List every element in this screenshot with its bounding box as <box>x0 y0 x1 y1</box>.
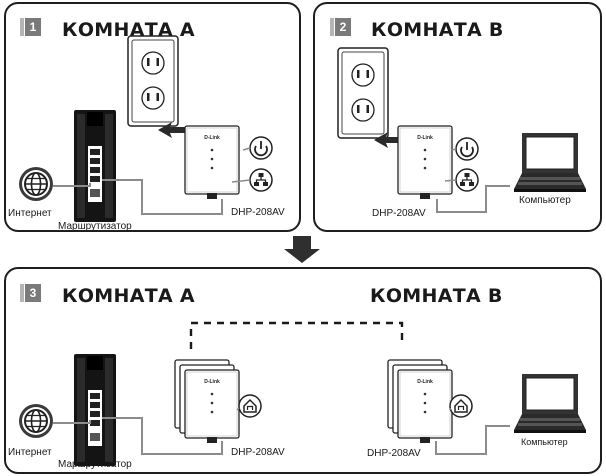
step-2-computer-label: Компьютер <box>519 195 571 206</box>
step-1-badge: 1 <box>20 18 41 36</box>
step-1-router-label: Маршрутизатор <box>58 221 132 232</box>
step-1-lan-cable <box>102 179 223 215</box>
step-3-badge: 3 <box>20 284 41 302</box>
step-3-device-b-label: DHP-208AV <box>367 448 421 459</box>
step-3-internet-label: Интернет <box>8 447 52 458</box>
step-3-computer-label: Компьютер <box>521 437 568 447</box>
step-2-device-label: DHP-208AV <box>372 208 426 219</box>
step-2-ethernet-icon <box>455 168 479 192</box>
step-1-adapter <box>184 125 240 200</box>
step-1-device-label: DHP-208AV <box>231 207 285 218</box>
step-2-laptop <box>513 132 587 193</box>
down-arrow-icon <box>284 236 320 263</box>
step-1-eth-pointer <box>231 179 251 183</box>
step-3-homeplug-icon-a <box>238 394 262 418</box>
step-2-lan-cable <box>436 185 510 213</box>
step-1-internet-label: Интернет <box>8 208 52 219</box>
step-2-badge: 2 <box>330 18 351 36</box>
step-1-power-icon <box>249 136 273 160</box>
step-2-title: КОМНАТА B <box>371 19 504 41</box>
step-1-outlet <box>127 35 179 127</box>
step-1-router <box>74 110 116 222</box>
step-3-globe-icon <box>18 403 54 439</box>
step-2-outlet <box>337 47 389 139</box>
step-3-adapter-a <box>175 360 239 443</box>
step-2-adapter <box>397 125 453 200</box>
step-3-device-a-label: DHP-208AV <box>231 447 285 458</box>
step-3-lan-cable-b <box>435 425 510 455</box>
step-3-homeplug-icon-b <box>449 394 473 418</box>
step-1-ethernet-icon <box>249 168 273 192</box>
step-3-adapter-b <box>388 360 452 443</box>
step-3-laptop <box>513 373 587 434</box>
step-3-title-room-b: КОМНАТА B <box>370 285 503 307</box>
powerline-link <box>189 321 404 349</box>
step-3-router-label: Маршрутизатор <box>58 459 132 470</box>
step-1-wan-cable <box>53 183 91 187</box>
step-2-power-icon <box>455 137 479 161</box>
step-1-globe-icon <box>18 166 54 202</box>
step-1-power-pointer <box>242 147 251 151</box>
step-3-lan-cable-a <box>102 417 223 455</box>
step-3-router <box>74 354 116 466</box>
step-3-title-room-a: КОМНАТА А <box>62 285 195 307</box>
